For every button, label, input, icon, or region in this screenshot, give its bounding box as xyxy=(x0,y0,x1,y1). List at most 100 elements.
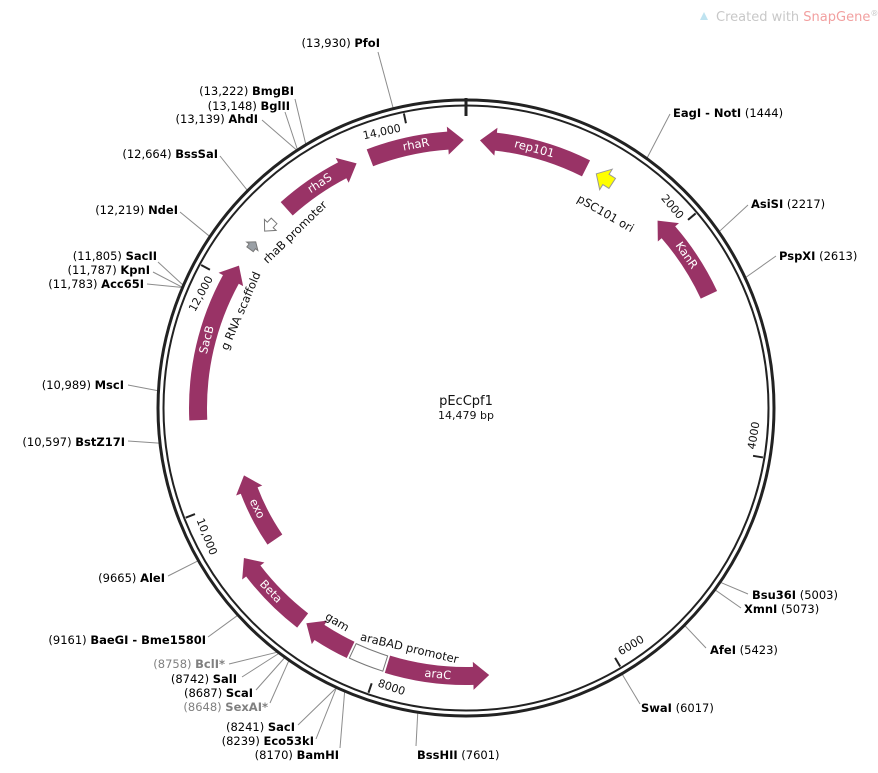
enzyme-position: (1444) xyxy=(745,106,783,120)
feature-arrow[interactable] xyxy=(245,241,259,253)
enzyme-label[interactable]: Bsu36I (5003) xyxy=(752,588,838,602)
enzyme-site-sexai[interactable]: (8648) SexAI* xyxy=(183,660,290,714)
enzyme-label[interactable]: (8170) BamHI xyxy=(255,748,339,762)
feature-psc101-ori[interactable]: pSC101 ori xyxy=(575,168,637,235)
enzyme-label[interactable]: (13,222) BmgBI xyxy=(199,84,294,98)
tick-label: 10,000 xyxy=(194,516,220,557)
enzyme-site-ahdi[interactable]: (13,139) AhdI xyxy=(176,112,297,151)
enzyme-label[interactable]: (12,219) NdeI xyxy=(95,203,178,217)
enzyme-site-asisi[interactable]: AsiSI (2217) xyxy=(719,197,825,232)
enzyme-label[interactable]: (11,787) KpnI xyxy=(68,263,150,277)
enzyme-name: ScaI xyxy=(226,686,253,700)
enzyme-name: PfoI xyxy=(354,36,380,50)
enzyme-label[interactable]: PspXI (2613) xyxy=(779,249,857,263)
enzyme-site-sali[interactable]: (8742) SalI xyxy=(171,653,279,686)
enzyme-label[interactable]: (13,139) AhdI xyxy=(176,112,258,126)
enzyme-label[interactable]: (8687) ScaI xyxy=(184,686,253,700)
enzyme-site-baegi-bme1580i[interactable]: (9161) BaeGI - Bme1580I xyxy=(48,615,238,647)
feature-gam[interactable]: gam xyxy=(306,609,355,659)
enzyme-position: (11,805) xyxy=(73,249,122,263)
enzyme-label[interactable]: SwaI (6017) xyxy=(641,701,714,715)
feature-arrow[interactable] xyxy=(479,127,591,177)
enzyme-label[interactable]: (8758) BclI* xyxy=(153,657,225,671)
enzyme-label[interactable]: (13,148) BglII xyxy=(208,99,290,113)
feature-beta[interactable]: Beta xyxy=(242,558,309,628)
enzyme-position: (11,783) xyxy=(48,277,97,291)
enzyme-site-bcli[interactable]: (8758) BclI* xyxy=(153,651,277,671)
enzyme-site-bglii[interactable]: (13,148) BglII xyxy=(208,99,298,150)
enzyme-leader-line xyxy=(284,111,298,150)
feature-arrow[interactable] xyxy=(189,265,244,421)
enzyme-site-eagi-noti[interactable]: EagI - NotI (1444) xyxy=(646,106,783,158)
enzyme-label[interactable]: (11,805) SacII xyxy=(73,249,157,263)
feature-arrow[interactable] xyxy=(595,168,617,192)
feature-arrow[interactable] xyxy=(657,220,718,299)
feature-rhar[interactable]: rhaR xyxy=(366,126,464,167)
enzyme-site-msci[interactable]: (10,989) MscI xyxy=(42,378,158,392)
snapgene-logo-icon xyxy=(700,12,708,20)
enzyme-label[interactable]: (8241) SacI xyxy=(226,720,295,734)
enzyme-leader-line xyxy=(127,384,158,392)
enzyme-site-bsshii[interactable]: BssHII (7601) xyxy=(415,713,500,762)
enzyme-name: BstZ17I xyxy=(75,435,125,449)
enzyme-site-acc65i[interactable]: (11,783) Acc65I xyxy=(48,277,182,291)
enzyme-position: (13,222) xyxy=(199,84,248,98)
enzyme-label[interactable]: AfeI (5423) xyxy=(710,643,778,657)
enzyme-leader-line xyxy=(377,51,394,108)
enzyme-leader-line xyxy=(720,582,749,595)
enzyme-site-bsssai[interactable]: (12,664) BssSaI xyxy=(122,147,248,191)
enzyme-label[interactable]: EagI - NotI (1444) xyxy=(673,106,783,120)
enzyme-leader-line xyxy=(167,560,198,577)
enzyme-label[interactable]: (10,597) BstZ17I xyxy=(22,435,125,449)
enzyme-site-swai[interactable]: SwaI (6017) xyxy=(621,674,714,715)
feature-arrow[interactable] xyxy=(384,655,490,690)
enzyme-site-afei[interactable]: AfeI (5423) xyxy=(684,625,778,657)
enzyme-site-scai[interactable]: (8687) ScaI xyxy=(184,657,285,700)
enzyme-label[interactable]: AsiSI (2217) xyxy=(751,197,825,211)
feature-arrow[interactable] xyxy=(366,126,464,167)
feature-rep101[interactable]: rep101 xyxy=(479,127,591,177)
feature-sacb[interactable]: SacB xyxy=(189,265,244,421)
enzyme-site-bmgbi[interactable]: (13,222) BmgBI xyxy=(199,84,307,144)
enzyme-site-ndei[interactable]: (12,219) NdeI xyxy=(95,203,210,237)
enzyme-label[interactable]: (12,664) BssSaI xyxy=(122,147,218,161)
enzyme-label[interactable]: (10,989) MscI xyxy=(42,378,124,392)
enzyme-label[interactable]: BssHII (7601) xyxy=(417,748,500,762)
feature-arrow[interactable] xyxy=(236,475,283,545)
enzyme-label[interactable]: (13,930) PfoI xyxy=(302,36,381,50)
enzyme-label[interactable]: (9665) AleI xyxy=(98,571,165,585)
enzyme-site-alei[interactable]: (9665) AleI xyxy=(98,560,198,585)
enzyme-label[interactable]: (8648) SexAI* xyxy=(183,700,268,714)
enzyme-site-pfoi[interactable]: (13,930) PfoI xyxy=(302,36,394,108)
enzyme-site-bsu36i[interactable]: Bsu36I (5003) xyxy=(720,582,838,602)
enzyme-label[interactable]: (8239) Eco53kI xyxy=(222,734,314,748)
enzyme-label[interactable]: XmnI (5073) xyxy=(744,602,819,616)
enzyme-site-xmni[interactable]: XmnI (5073) xyxy=(715,589,820,616)
feature-arrow[interactable] xyxy=(263,217,278,232)
feature-arrow[interactable] xyxy=(280,157,357,216)
enzyme-position: (10,989) xyxy=(42,378,91,392)
enzyme-site-kpni[interactable]: (11,787) KpnI xyxy=(68,263,182,288)
enzyme-site-bstz17i[interactable]: (10,597) BstZ17I xyxy=(22,435,160,449)
enzyme-leader-line xyxy=(719,204,749,232)
enzyme-leader-line xyxy=(315,688,337,740)
tick-label: 8000 xyxy=(376,677,407,698)
enzyme-site-sacii[interactable]: (11,805) SacII xyxy=(73,249,183,286)
enzyme-site-saci[interactable]: (8241) SacI xyxy=(226,687,337,734)
feature-arrow[interactable] xyxy=(348,642,389,672)
enzyme-label[interactable]: (8742) SalI xyxy=(171,672,237,686)
feature-arrow[interactable] xyxy=(306,620,355,659)
feature-exo[interactable]: exo xyxy=(236,475,283,545)
feature-arrow[interactable] xyxy=(242,558,309,628)
enzyme-site-eco53ki[interactable]: (8239) Eco53kI xyxy=(222,688,337,748)
enzyme-label[interactable]: (11,783) Acc65I xyxy=(48,277,144,291)
feature-label: araC xyxy=(424,666,452,683)
feature-kanr[interactable]: KanR xyxy=(657,220,718,299)
feature-arac[interactable]: araC xyxy=(384,655,490,690)
enzyme-site-bamhi[interactable]: (8170) BamHI xyxy=(255,692,346,762)
enzyme-position: (12,219) xyxy=(95,203,144,217)
enzyme-site-pspxi[interactable]: PspXI (2613) xyxy=(745,249,857,278)
enzyme-leader-line xyxy=(269,660,290,704)
enzyme-label[interactable]: (9161) BaeGI - Bme1580I xyxy=(48,633,206,647)
